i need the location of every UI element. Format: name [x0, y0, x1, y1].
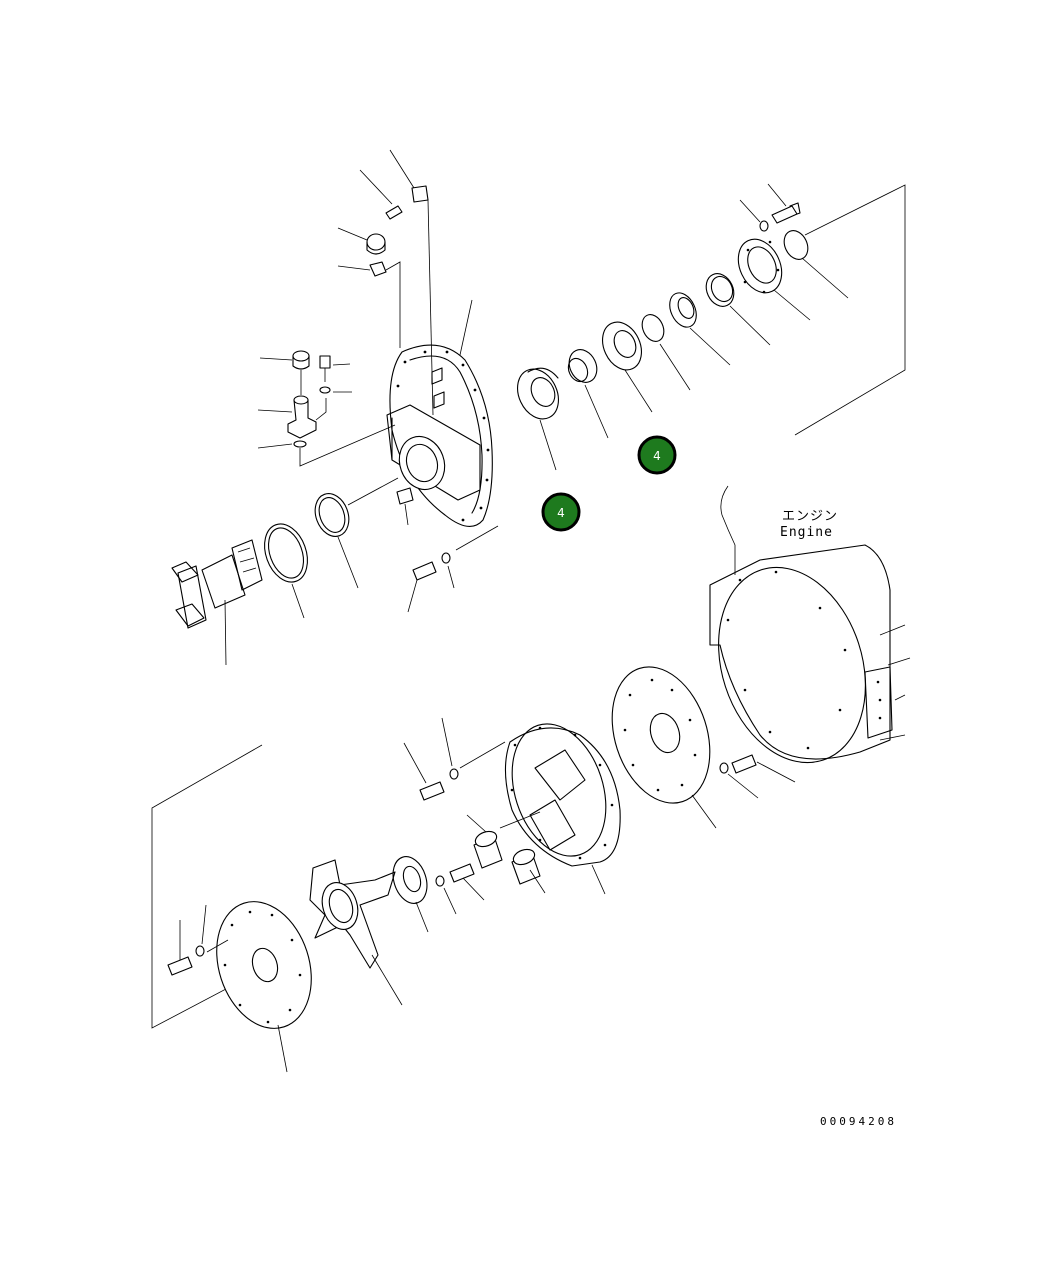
callout-label: 4 — [557, 506, 565, 520]
yoke-shaft-group — [171, 477, 499, 666]
upper-group-frame — [794, 184, 906, 436]
engine-label-english: Engine — [780, 525, 833, 540]
drawing-number: 00094208 — [820, 1115, 897, 1128]
upper-ring-train — [517, 183, 849, 471]
callout-marker[interactable]: 4 — [541, 492, 581, 532]
callout-label: 4 — [653, 449, 661, 463]
upper-left-fittings — [257, 149, 434, 467]
engine-label-japanese: エンジン — [782, 509, 838, 524]
engine-housing: エンジン Engine — [709, 485, 911, 764]
lower-coupling-group — [151, 666, 796, 1073]
main-housing — [386, 299, 493, 527]
callout-marker[interactable]: 4 — [637, 435, 677, 475]
